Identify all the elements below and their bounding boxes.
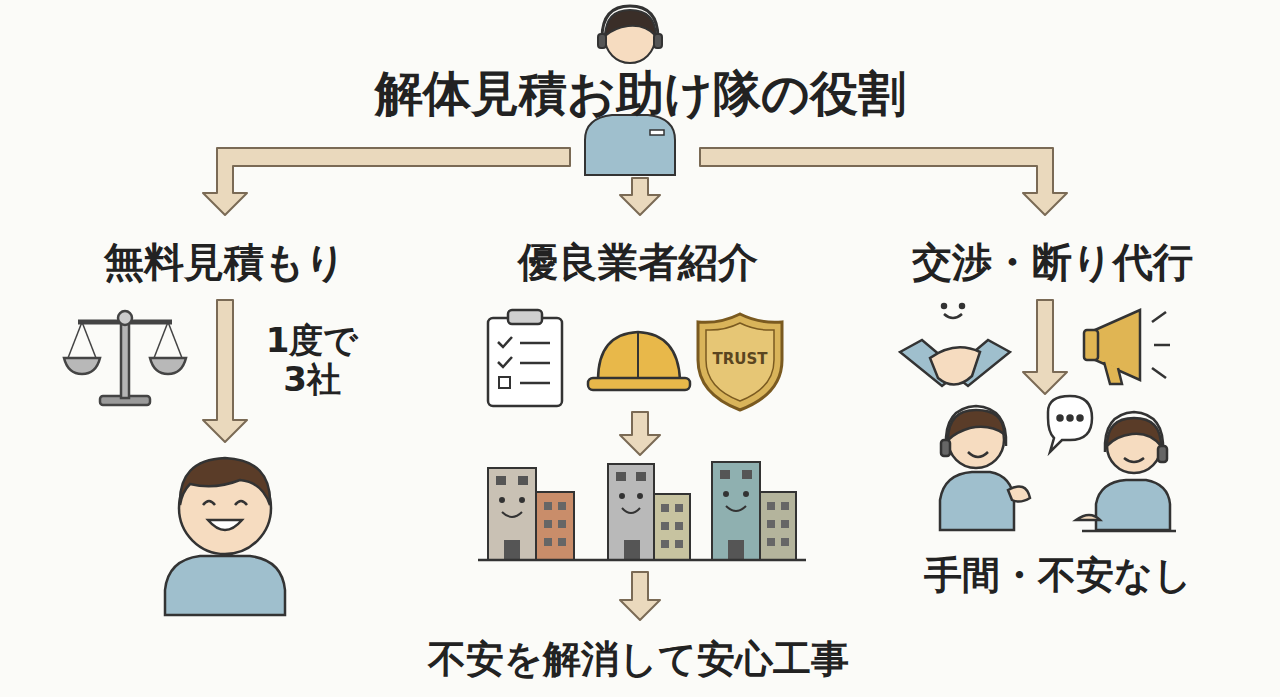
- branch-heading: 優良業者紹介: [518, 239, 758, 285]
- checklist-icon: [488, 310, 562, 406]
- handshake-icon: [900, 304, 1010, 386]
- branch-heading: 交渉・断り代行: [912, 239, 1193, 285]
- diagram-title: 解体見積お助け隊の役割: [375, 66, 906, 121]
- operators-talking: [940, 396, 1176, 531]
- shield-text: TRUST: [713, 351, 768, 368]
- result-text: 手間・不安なし: [924, 554, 1192, 598]
- trust-shield: [698, 314, 782, 410]
- result-text: 不安を解消して安心工事: [428, 638, 849, 682]
- branch-arrows: [203, 148, 1067, 620]
- customer-figure: [165, 458, 285, 615]
- scales-icon: [64, 311, 186, 405]
- branch-heading: 無料見積もり: [104, 239, 346, 285]
- hard-hat-icon: [588, 332, 690, 390]
- note-text: 1度で 3社: [262, 321, 362, 399]
- contractor-buildings: [478, 462, 806, 560]
- megaphone-icon: [1084, 310, 1170, 384]
